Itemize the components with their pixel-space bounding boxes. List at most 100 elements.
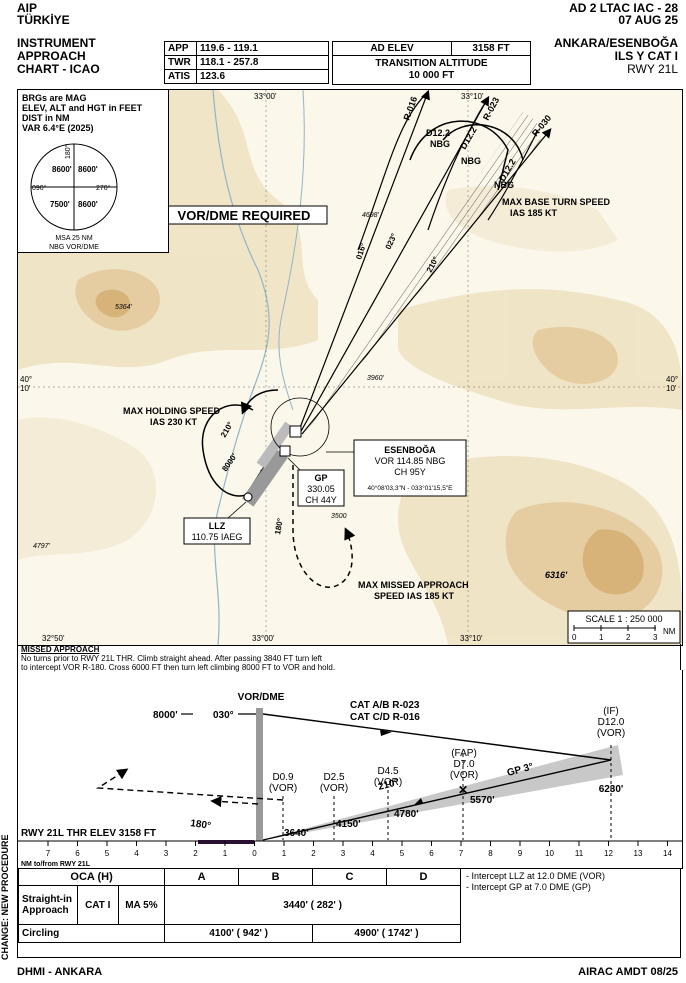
cat-d-header: D xyxy=(385,868,462,886)
axis-tick-label: 6 xyxy=(75,849,80,858)
axis-tick-label: 12 xyxy=(604,849,613,858)
msa-east-label: 270° xyxy=(96,184,111,192)
threshold-elevation: RWY 21L THR ELEV 3158 FT xyxy=(21,828,156,839)
comms-label: ATIS xyxy=(164,69,197,84)
footer-left: DHMI - ANKARA xyxy=(17,966,103,978)
lon-label: 33°00' xyxy=(252,634,275,643)
straight-in-cat: CAT I xyxy=(76,885,119,925)
graticule xyxy=(18,90,682,645)
lat-label: 10' xyxy=(20,384,31,393)
vor-channel: CH 95Y xyxy=(394,467,426,477)
minima-header-row: OCA (H) A B C D xyxy=(17,868,462,886)
if-altitude: 6230' xyxy=(599,784,624,795)
gp-channel: CH 44Y xyxy=(305,495,337,505)
transition-altitude-label: TRANSITION ALTITUDE xyxy=(375,58,488,69)
d45-distance: D4.5 xyxy=(377,766,399,777)
vor-dme-label: VOR/DME xyxy=(238,692,285,703)
gp-info-box xyxy=(297,469,345,507)
circling-label: Circling xyxy=(17,924,166,943)
ad-elev-value: 3158 FT xyxy=(451,41,531,56)
dme-label: NBG xyxy=(494,180,514,190)
d25-vor: (VOR) xyxy=(320,783,348,794)
llz-frequency: 110.75 IAEG xyxy=(192,532,243,542)
notes-text: BRGs are MAG ELEV, ALT and HGT in FEET D… xyxy=(18,90,168,136)
missed-approach-text: MISSED APPROACH No turns prior to RWY 21… xyxy=(17,644,681,672)
scale-tick: 2 xyxy=(626,633,631,642)
vor-compass-rose xyxy=(270,397,330,457)
msa-sector: 7500' xyxy=(50,200,70,209)
plan-view: 33°00' 33°10' 40° 10' 40° 10' 32°50' 33°… xyxy=(17,89,683,646)
approach-tracks xyxy=(297,90,552,435)
fap-vor: (VOR) xyxy=(450,770,478,781)
minima-row: Circling 4100' ( 942' ) 4900' ( 1742' ) xyxy=(17,924,461,943)
river xyxy=(278,90,305,411)
axis-tick-label: 5 xyxy=(400,849,405,858)
comms-label: APP xyxy=(164,41,197,56)
track-label: 016° xyxy=(354,242,368,261)
transition-altitude-value: 10 000 FT xyxy=(408,70,455,81)
axis-tick-label: 0 xyxy=(252,849,257,858)
cat-a-header: A xyxy=(164,868,240,886)
altitude-4780: 4780' xyxy=(394,809,419,820)
dme-label: NBG xyxy=(461,156,481,166)
runway-name: RWY 21L xyxy=(627,62,678,76)
chart-reference: AD 2 LTAC IAC - 28 xyxy=(569,1,678,15)
if-vor: (VOR) xyxy=(597,728,625,739)
note-line: BRGs are MAG xyxy=(22,93,87,103)
lon-label: 33°10' xyxy=(461,92,484,101)
chart-title-line: INSTRUMENT xyxy=(17,36,96,50)
comms-label: TWR xyxy=(164,55,197,70)
scale-unit: NM xyxy=(663,627,676,636)
msa-sector: 8600' xyxy=(52,165,72,174)
scale-ticks xyxy=(573,625,656,631)
leader-line xyxy=(227,501,247,519)
if-label: (IF) xyxy=(603,706,619,717)
straight-in-label-line: Approach xyxy=(22,905,69,916)
vor-coordinates: 40°08'03,3"N - 033°01'15,5"E xyxy=(368,484,454,492)
axis-tick-label: 7 xyxy=(46,849,51,858)
msa-sector: 8600' xyxy=(78,165,98,174)
axis-tick-label: 1 xyxy=(223,849,228,858)
max-holding-label: IAS 230 KT xyxy=(150,417,198,427)
gp-name: GP xyxy=(314,473,327,483)
lat-label: 40° xyxy=(20,375,32,384)
scale-tick: 3 xyxy=(653,633,658,642)
axis-tick-label: 4 xyxy=(370,849,375,858)
gp-symbol xyxy=(279,445,291,457)
base-turn-area xyxy=(301,112,542,435)
missed-track-label: 180° xyxy=(273,517,285,535)
vor-symbol xyxy=(289,425,302,438)
d25-distance: D2.5 xyxy=(323,772,345,783)
lat-label: 10' xyxy=(666,384,677,393)
missed-track-180: 180° xyxy=(190,818,212,832)
runway xyxy=(242,449,288,507)
axis-tick-label: 1 xyxy=(282,849,287,858)
country-label: TÜRKİYE xyxy=(17,13,70,27)
altitude-8000: 8000' xyxy=(153,710,178,721)
minima-note: - Intercept GP at 7.0 DME (GP) xyxy=(466,882,591,892)
msa-north-label: 180° xyxy=(64,144,72,159)
holding-entry xyxy=(240,389,279,415)
vor-frequency: VOR 114.85 NBG xyxy=(375,456,446,466)
dme-label: D12.2 xyxy=(458,125,479,151)
axis-tick-label: 5 xyxy=(105,849,110,858)
profile-view: VOR/DME 8000' 030° CAT A/B R-023 CAT C/D… xyxy=(17,670,683,869)
axis-tick-label: 11 xyxy=(575,849,584,858)
track-210: 210° xyxy=(377,777,400,793)
missed-approach-line: No turns prior to RWY 21L THR. Climb str… xyxy=(21,654,323,663)
if-distance: D12.0 xyxy=(598,717,625,728)
chart-title: INSTRUMENT APPROACH CHART - ICAO xyxy=(17,37,100,76)
aerodrome-name: ANKARA/ESENBOĞA xyxy=(553,36,678,50)
aip-label: AIP xyxy=(17,1,38,15)
axis-tick-label: 9 xyxy=(518,849,523,858)
nm-axis-label: NM to/from RWY 21L xyxy=(21,861,91,868)
minima-notes: - Intercept LLZ at 12.0 DME (VOR) - Inte… xyxy=(466,871,605,893)
fap-cross-icon: ✕ xyxy=(458,783,468,797)
comms-value: 123.6 xyxy=(196,69,329,84)
